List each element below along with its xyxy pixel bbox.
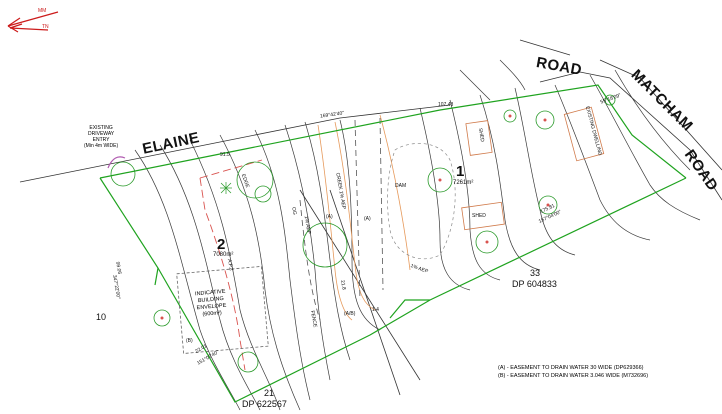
dam-label: DAM [395, 183, 407, 189]
building-envelope-note: INDICATIVE BUILDING ENVELOPE (600m²) [195, 289, 228, 320]
legend-line-a: (A) - EASEMENT TO DRAIN WATER 30 WIDE (D… [498, 365, 644, 371]
og-label: OG [290, 206, 298, 216]
shrub-symbol [220, 182, 232, 194]
lot10-number: 10 [96, 312, 107, 322]
lot21-dp: DP 622567 [242, 399, 287, 409]
dam-outline [387, 143, 456, 260]
lot21-number: 21 [264, 388, 275, 398]
legend-line-b: (B) - EASEMENT TO DRAIN WATER 3.046 WIDE… [498, 373, 649, 379]
contour-lines [134, 59, 701, 411]
driveway-note-line: DRIVEWAY [88, 131, 115, 137]
road-lines [19, 39, 722, 396]
north-arrow-icon [7, 11, 59, 33]
easement-lines [299, 117, 384, 321]
driveway-note-line: ENTRY [92, 137, 110, 143]
easement-a1-label: (A) [326, 214, 333, 220]
easement-ab-label: (A/B) [344, 311, 356, 317]
shed-mid-label: SHED [472, 213, 486, 219]
driveway-note-line: (Min 4m WIDE) [84, 143, 119, 149]
apz-line [199, 159, 263, 371]
driveway-note-line: EXISTING [89, 125, 113, 131]
lot33-number: 33 [530, 268, 541, 278]
easement-legend: (A) - EASEMENT TO DRAIN WATER 30 WIDE (D… [498, 364, 648, 380]
lot2-area: 7080m² [213, 252, 234, 258]
tree-centres [160, 114, 550, 320]
lot2-number: 2 [217, 236, 226, 253]
bearing-top-len: 107.48 [438, 102, 454, 108]
north-arrow-tn-label: TN [42, 24, 49, 30]
lot1-area: 7261m² [453, 180, 474, 186]
driveway-note: EXISTING DRIVEWAY ENTRY (Min 4m WIDE) [84, 125, 118, 149]
easement-a2-label: (A) [364, 216, 371, 222]
bearing-mid-len: 1.4 [372, 307, 379, 313]
driveway-entry [107, 156, 126, 169]
trees [110, 94, 616, 373]
lot1-number: 1 [456, 163, 465, 180]
easement-b-label: (B) [186, 338, 193, 344]
lot33-dp: DP 604833 [512, 279, 557, 289]
bearing-left-top: 91.5 [220, 152, 230, 158]
north-arrow-mm-label: MM [38, 8, 47, 14]
building-envelope-box [176, 265, 269, 354]
structures [461, 106, 605, 231]
lot-boundary [99, 84, 687, 403]
